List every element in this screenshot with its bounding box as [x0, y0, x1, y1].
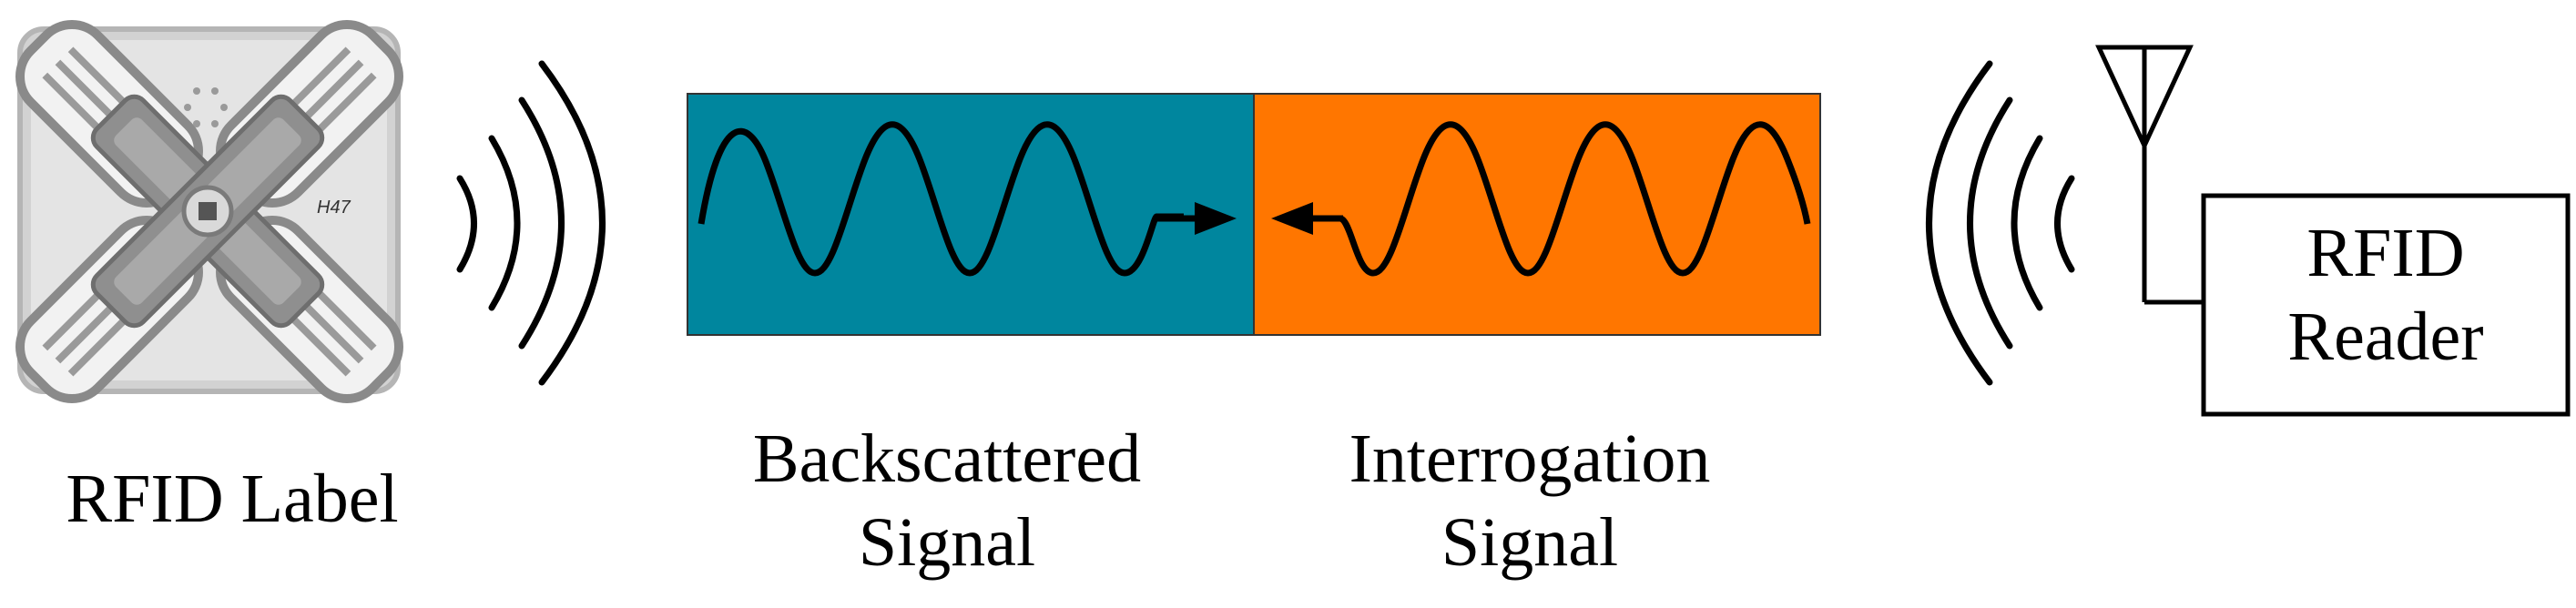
- tag-center-dipole: [90, 94, 325, 329]
- interrogation-signal-box: [1253, 93, 1821, 336]
- interrogation-signal-caption: Interrogation Signal: [1257, 417, 1803, 584]
- backscattered-wave: [697, 121, 1184, 277]
- backscattered-signal-caption: Backscattered Signal: [674, 417, 1220, 584]
- interrogation-caption-line1: Interrogation: [1349, 421, 1711, 497]
- reader-label-line2: Reader: [2287, 299, 2484, 375]
- rfid-tag-image: H47: [15, 20, 403, 403]
- tag-dot-pattern: [184, 87, 228, 127]
- reader-antenna-icon: [2095, 45, 2204, 305]
- signal-channel: [687, 93, 1821, 336]
- rfid-label-caption-text: RFID Label: [66, 461, 399, 537]
- reader-label-line1: RFID: [2306, 215, 2465, 291]
- interrogation-arrowhead: [1271, 202, 1313, 235]
- rfid-reader-box: [2201, 193, 2571, 417]
- backscattered-caption-line1: Backscattered: [752, 421, 1142, 497]
- interrogation-wave: [1339, 121, 1811, 277]
- rfid-label-caption: RFID Label: [18, 457, 446, 541]
- interrogation-caption-line2: Signal: [1441, 504, 1619, 581]
- reader-radio-waves-icon: [1926, 60, 2075, 386]
- backscattered-caption-line2: Signal: [858, 504, 1036, 581]
- tag-radio-waves-icon: [456, 60, 606, 386]
- rfid-reader-label: RFID Reader: [2204, 211, 2568, 379]
- tag-chip-marking: H47: [317, 198, 351, 218]
- backscattered-arrowhead: [1195, 202, 1237, 235]
